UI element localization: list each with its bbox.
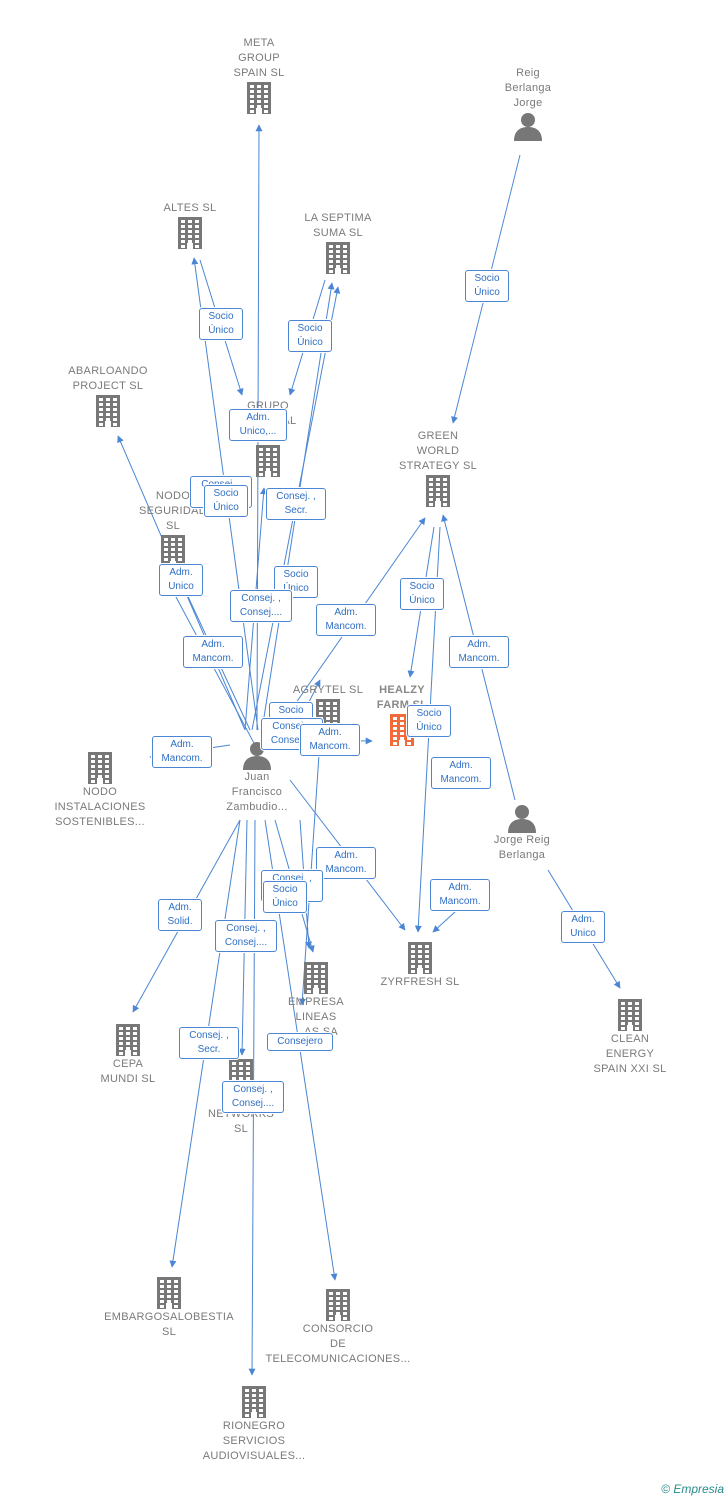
node-label[interactable]: RIONEGRO SERVICIOS AUDIOVISUALES... [202,1420,306,1462]
building-icon [241,961,391,995]
relation-label[interactable]: Adm. Mancom. [431,757,491,789]
node-reigperson[interactable]: Reig Berlanga Jorge [453,66,603,141]
building-icon [25,751,175,785]
building-icon [94,1276,244,1310]
relation-label[interactable]: Adm. Mancom. [430,879,490,911]
relation-label[interactable]: Consej. , Secr. [266,488,326,520]
relation-label[interactable]: Adm. Mancom. [152,736,212,768]
node-meta[interactable]: META GROUP SPAIN SL [184,36,334,115]
node-green[interactable]: GREEN WORLD STRATEGY SL [363,429,513,508]
building-icon [363,474,513,508]
relation-label[interactable]: Adm. Mancom. [316,847,376,879]
node-label[interactable]: META GROUP SPAIN SL [233,37,285,79]
relation-label[interactable]: Adm. Unico [159,564,203,596]
node-abarloando[interactable]: ABARLOANDO PROJECT SL [33,364,183,428]
node-label[interactable]: AGRYTEL SL [292,684,364,696]
relation-label[interactable]: Adm. Mancom. [449,636,509,668]
node-empresa[interactable]: EMPRESA LINEAS ...AS SA [241,961,391,1040]
node-label[interactable]: ZYRFRESH SL [380,976,460,988]
relation-label[interactable]: Adm. Mancom. [183,636,243,668]
relation-label[interactable]: Adm. Solid. [158,899,202,931]
node-clean[interactable]: CLEAN ENERGY SPAIN XXI SL [555,998,705,1077]
relation-label[interactable]: Socio Único [288,320,332,352]
node-juan[interactable]: Juan Francisco Zambudio... [182,740,332,815]
building-icon [115,216,265,250]
node-label[interactable]: NODO SEGURIDAD SL [138,490,208,532]
relation-label[interactable]: Socio Único [465,270,509,302]
node-septima[interactable]: LA SEPTIMA SUMA SL [263,211,413,275]
relation-label[interactable]: Adm. Mancom. [316,604,376,636]
node-rionegro[interactable]: RIONEGRO SERVICIOS AUDIOVISUALES... [179,1385,329,1464]
node-label[interactable]: CEPA MUNDI SL [100,1058,156,1085]
node-consorcio[interactable]: CONSORCIO DE TELECOMUNICACIONES... [263,1288,413,1367]
node-label[interactable]: GREEN WORLD STRATEGY SL [398,430,478,472]
relation-label[interactable]: Consejero [267,1033,333,1051]
node-label[interactable]: HEALZY FARM SL [376,684,427,711]
node-cepa[interactable]: CEPA MUNDI SL [53,1023,203,1087]
building-icon [98,534,248,568]
relation-label[interactable]: Socio Único [199,308,243,340]
relation-label[interactable]: Adm. Unico,... [229,409,287,441]
relation-label[interactable]: Socio Único [400,578,444,610]
node-label[interactable]: EMBARGOSALOBESTIA SL [104,1311,234,1338]
relation-label[interactable]: Socio Único [263,881,307,913]
building-icon [345,941,495,975]
relation-label[interactable]: Consej. , Secr. [179,1027,239,1059]
relation-label[interactable]: Consej. , Consej.... [215,920,277,952]
node-embargo[interactable]: EMBARGOSALOBESTIA SL [94,1276,244,1340]
relation-label[interactable]: Consej. , Consej.... [222,1081,284,1113]
relation-label[interactable]: Consej. , Consej.... [230,590,292,622]
building-icon [53,1023,203,1057]
node-label[interactable]: Reig Berlanga Jorge [504,67,552,109]
building-icon [263,241,413,275]
node-label[interactable]: CONSORCIO DE TELECOMUNICACIONES... [265,1323,411,1365]
person-icon [182,740,332,770]
relation-label[interactable]: Adm. Unico [561,911,605,943]
relation-label[interactable]: Socio Único [274,566,318,598]
person-icon [447,803,597,833]
node-label[interactable]: Juan Francisco Zambudio... [226,771,288,813]
node-label[interactable]: ABARLOANDO PROJECT SL [68,365,148,392]
node-label[interactable]: Jorge Reig Berlanga [493,834,551,861]
node-label[interactable]: LA SEPTIMA SUMA SL [304,212,372,239]
node-label[interactable]: NODO INSTALACIONES SOSTENIBLES... [54,786,146,828]
person-icon [453,111,603,141]
relation-label[interactable]: Socio Único [204,485,248,517]
node-nodoinst[interactable]: NODO INSTALACIONES SOSTENIBLES... [25,751,175,830]
node-label[interactable]: ALTES SL [163,202,217,214]
building-icon [184,81,334,115]
building-icon [33,394,183,428]
building-icon [179,1385,329,1419]
building-icon [555,998,705,1032]
node-altes[interactable]: ALTES SL [115,201,265,250]
node-jorge[interactable]: Jorge Reig Berlanga [447,803,597,863]
node-zyrfresh[interactable]: ZYRFRESH SL [345,941,495,990]
building-icon [263,1288,413,1322]
node-label[interactable]: EMPRESA LINEAS ...AS SA [288,996,344,1038]
building-icon [193,444,343,478]
brand-watermark[interactable]: © Empresia [661,1482,724,1496]
relation-label[interactable]: Socio Único [407,705,451,737]
relation-label[interactable]: Adm. Mancom. [300,724,360,756]
node-label[interactable]: CLEAN ENERGY SPAIN XXI SL [593,1033,667,1075]
